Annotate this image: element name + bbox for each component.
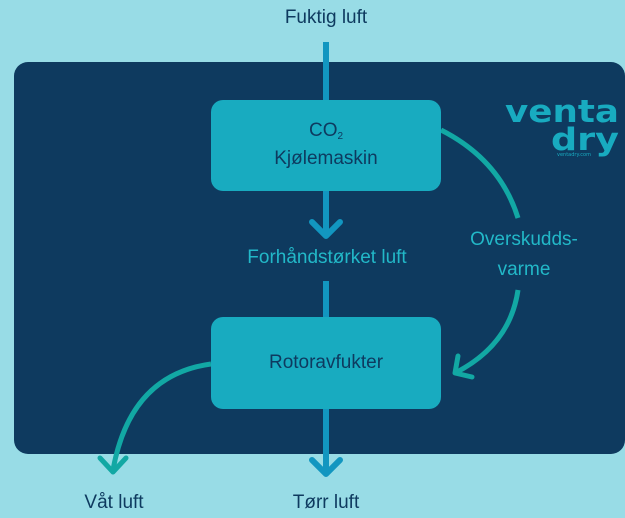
arrow-out-head [309,457,343,477]
heat-curve-head [452,353,475,380]
heat-curve-upper [439,127,521,219]
wet-air-curve [110,361,212,471]
rotor-label: Rotoravfukter [268,352,384,373]
heat-curve-lower [453,289,521,376]
formula-sub: 2 [337,131,344,142]
arrow-box1-head [309,219,343,239]
chiller-label: Kjølemaskin [274,148,378,169]
dry-air-label: Tørr luft [292,492,360,513]
ventadry-logo-mark: venta dry ventadry.com [505,94,619,158]
excess-heat-label-1: Overskudds- [470,229,578,250]
excess-heat-label-2: varme [497,259,551,280]
predried-air-label: Forhåndstørket luft [247,247,407,268]
wet-air-head [97,455,129,475]
formula-main: CO [308,120,338,141]
rotor-dehumidifier-box: Rotoravfukter [211,317,441,409]
wet-air-label: Våt luft [84,492,144,513]
co2-formula: CO2 [308,120,344,142]
input-air-label: Fuktig luft [284,7,368,28]
svg-text:dry: dry [551,122,619,158]
co2-chiller-box: CO2 Kjølemaskin [211,100,441,191]
svg-text:venta: venta [505,94,619,130]
svg-text:ventadry.com: ventadry.com [557,152,591,158]
ventadry-logo: venta dry ventadry.com [505,92,620,158]
